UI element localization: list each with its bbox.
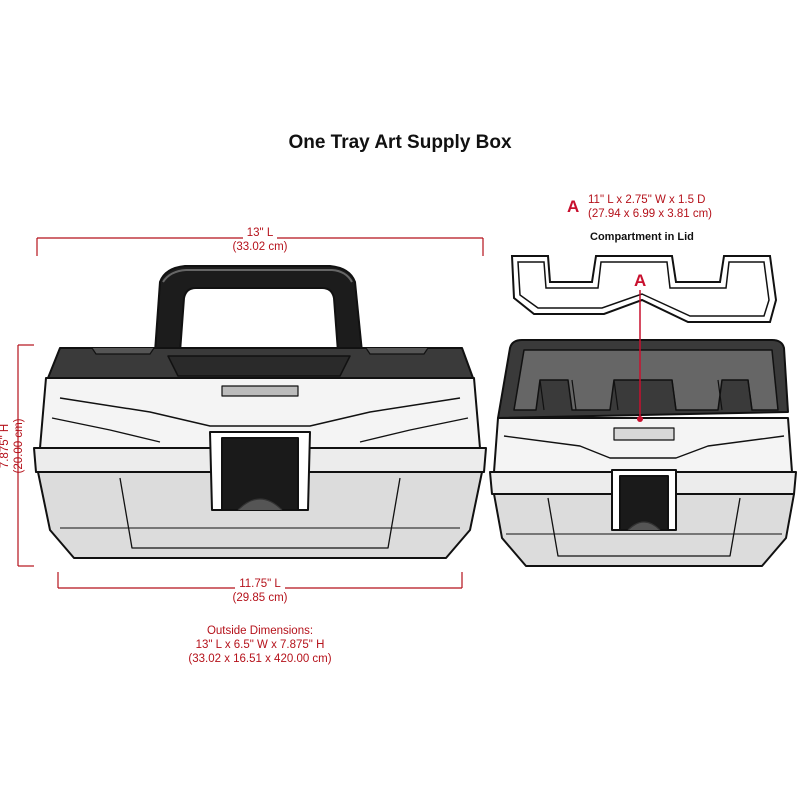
lid-compartment-outline	[510, 255, 778, 323]
diagram-title: One Tray Art Supply Box	[288, 132, 512, 153]
height-side-label: 7.875" H (20.00 cm)	[0, 386, 26, 506]
box-body	[37, 471, 483, 559]
compartment-dimensions-metric: (27.94 x 6.99 x 3.81 cm)	[588, 208, 713, 220]
compartment-pointer-dot	[637, 416, 643, 422]
length-top-metric: (33.02 cm)	[232, 241, 288, 253]
outside-dimensions-label: Outside Dimensions: 13" L x 6.5" W x 7.8…	[130, 624, 390, 666]
compartment-dimensions-imperial: 11" L x 2.75" W x 1.5 D	[588, 194, 706, 206]
length-bottom-label: 11.75" L (29.85 cm)	[180, 577, 340, 605]
compartment-pointer-marker-a: A	[634, 271, 647, 290]
length-bottom-metric: (29.85 cm)	[232, 592, 288, 604]
height-side-metric: (20.00 cm)	[13, 418, 25, 474]
outside-dimensions-imperial: 13" L x 6.5" W x 7.875" H	[195, 639, 325, 651]
length-top-label: 13" L (33.02 cm)	[180, 226, 340, 254]
compartment-dimensions: 11" L x 2.75" W x 1.5 D (27.94 x 6.99 x …	[588, 193, 712, 221]
length-top-imperial: 13" L	[242, 226, 278, 240]
box-handle	[154, 265, 363, 353]
open-box-illustration	[489, 339, 797, 567]
open-box-upper	[493, 417, 793, 473]
outside-dimensions-heading: Outside Dimensions:	[206, 625, 314, 637]
height-side-dimension-line	[17, 344, 34, 567]
length-bottom-imperial: 11.75" L	[235, 577, 285, 591]
closed-box-illustration	[33, 265, 487, 559]
outside-dimensions-metric: (33.02 x 16.51 x 420.00 cm)	[188, 653, 332, 665]
height-side-imperial: 7.875" H	[0, 423, 11, 469]
compartment-marker-a: A	[567, 197, 580, 216]
compartment-label: Compartment in Lid	[590, 231, 694, 243]
